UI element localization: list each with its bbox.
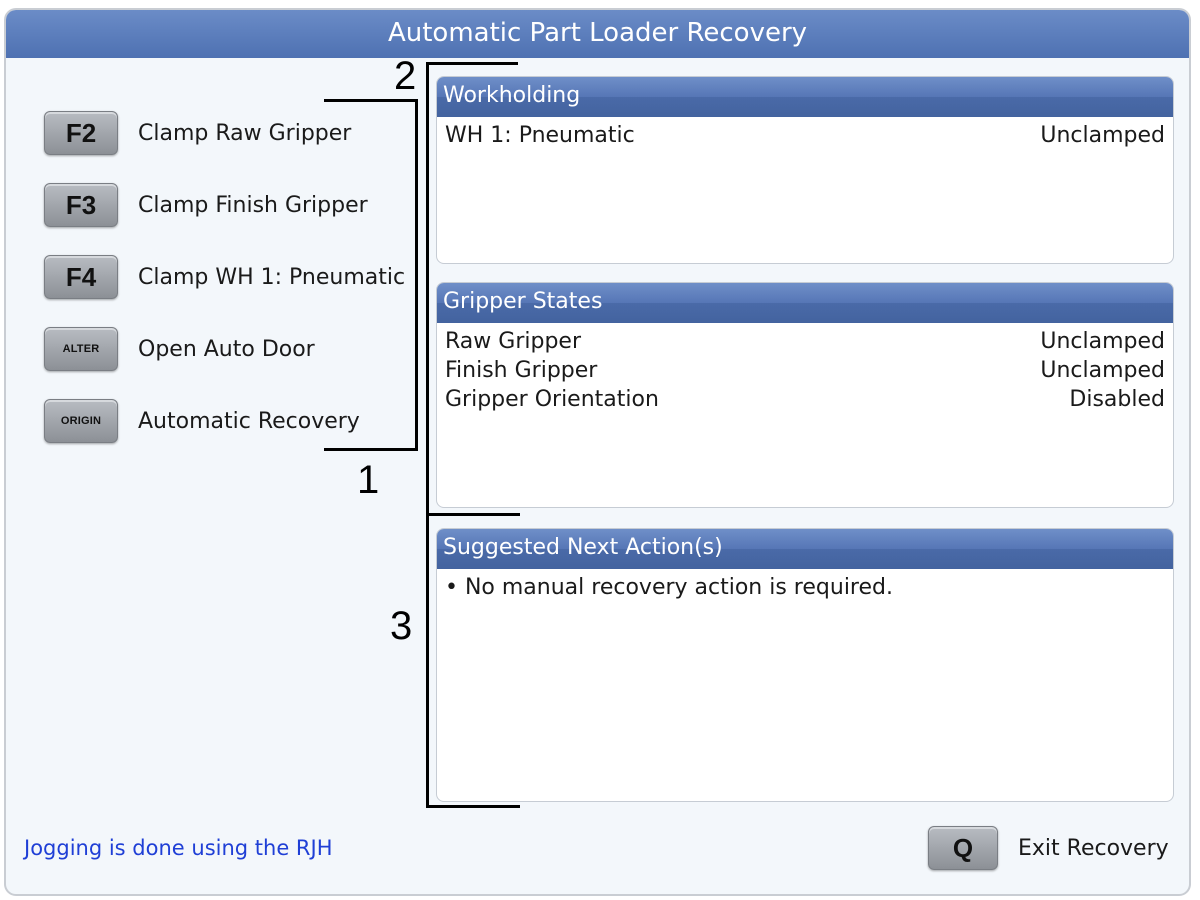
f4-key[interactable]: F4 bbox=[44, 255, 118, 299]
gripper-states-panel: Gripper States Raw Gripper Unclamped Fin… bbox=[436, 282, 1174, 508]
gripper-states-header: Gripper States bbox=[437, 283, 1173, 323]
suggested-actions-panel: Suggested Next Action(s) • No manual rec… bbox=[436, 528, 1174, 802]
table-row: WH 1: Pneumatic Unclamped bbox=[445, 121, 1165, 150]
callout-1-side-line bbox=[415, 99, 418, 451]
callout-2-side-line bbox=[426, 62, 429, 516]
alter-key[interactable]: ALTER bbox=[44, 327, 118, 371]
row-name: Gripper Orientation bbox=[445, 387, 659, 412]
callout-2-bottom-line bbox=[426, 513, 520, 516]
key-label: Automatic Recovery bbox=[138, 408, 360, 434]
exit-recovery-button[interactable]: Q Exit Recovery bbox=[928, 826, 1169, 870]
f3-key[interactable]: F3 bbox=[44, 183, 118, 227]
callout-3-label: 3 bbox=[390, 604, 413, 648]
row-state: Unclamped bbox=[1040, 358, 1165, 383]
automatic-recovery-button[interactable]: ORIGIN Automatic Recovery bbox=[44, 396, 360, 446]
window-title: Automatic Part Loader Recovery bbox=[6, 10, 1189, 58]
jogging-note: Jogging is done using the RJH bbox=[24, 836, 333, 860]
exit-recovery-label: Exit Recovery bbox=[1018, 835, 1169, 861]
origin-key[interactable]: ORIGIN bbox=[44, 399, 118, 443]
row-state: Unclamped bbox=[1040, 123, 1165, 148]
q-key[interactable]: Q bbox=[928, 826, 998, 870]
open-auto-door-button[interactable]: ALTER Open Auto Door bbox=[44, 324, 315, 374]
key-label: Clamp Raw Gripper bbox=[138, 120, 352, 146]
clamp-finish-gripper-button[interactable]: F3 Clamp Finish Gripper bbox=[44, 180, 368, 230]
row-state: Unclamped bbox=[1040, 329, 1165, 354]
callout-3-bottom-line bbox=[426, 805, 520, 808]
row-name: Finish Gripper bbox=[445, 358, 598, 383]
table-row: Raw Gripper Unclamped bbox=[445, 327, 1165, 356]
callout-1-label: 1 bbox=[357, 458, 380, 502]
callout-1-top-line bbox=[324, 99, 418, 102]
key-label: Clamp WH 1: Pneumatic bbox=[138, 264, 406, 290]
callout-2-label: 2 bbox=[394, 54, 417, 98]
callout-2-top-line bbox=[426, 62, 518, 65]
workholding-panel: Workholding WH 1: Pneumatic Unclamped bbox=[436, 76, 1174, 264]
row-name: WH 1: Pneumatic bbox=[445, 123, 635, 148]
table-row: Finish Gripper Unclamped bbox=[445, 356, 1165, 385]
row-state: Disabled bbox=[1069, 387, 1165, 412]
key-label: Clamp Finish Gripper bbox=[138, 192, 368, 218]
table-row: Gripper Orientation Disabled bbox=[445, 385, 1165, 414]
callout-1-bottom-line bbox=[324, 448, 418, 451]
suggested-actions-header: Suggested Next Action(s) bbox=[437, 529, 1173, 569]
suggested-action-item: • No manual recovery action is required. bbox=[445, 575, 893, 600]
recovery-window: Automatic Part Loader Recovery F2 Clamp … bbox=[4, 8, 1191, 896]
f2-key[interactable]: F2 bbox=[44, 111, 118, 155]
clamp-wh1-pneumatic-button[interactable]: F4 Clamp WH 1: Pneumatic bbox=[44, 252, 405, 302]
row-name: Raw Gripper bbox=[445, 329, 581, 354]
workholding-header: Workholding bbox=[437, 77, 1173, 117]
key-label: Open Auto Door bbox=[138, 336, 315, 362]
clamp-raw-gripper-button[interactable]: F2 Clamp Raw Gripper bbox=[44, 108, 351, 158]
callout-3-side-line bbox=[426, 513, 429, 808]
